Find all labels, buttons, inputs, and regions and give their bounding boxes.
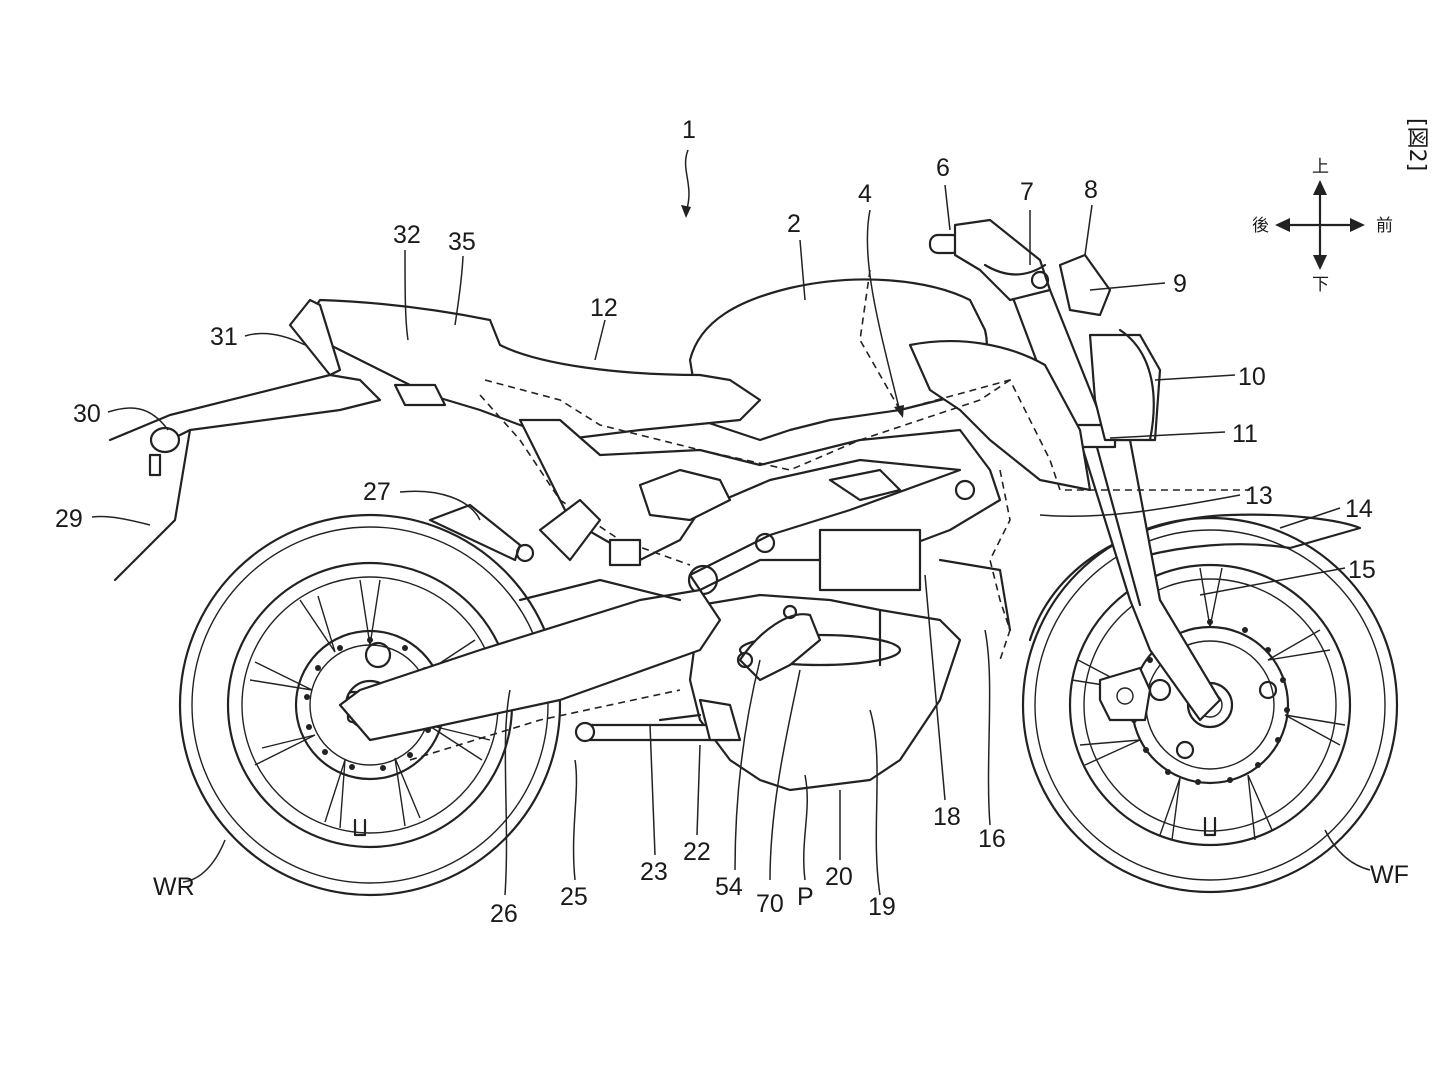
handlebar-assembly bbox=[928, 218, 1112, 317]
direction-rear-label: 後 bbox=[1252, 216, 1269, 236]
frame bbox=[518, 418, 1002, 596]
label-20: 20 bbox=[825, 863, 853, 891]
label-2: 2 bbox=[787, 210, 801, 238]
label-7: 7 bbox=[1020, 178, 1034, 206]
label-19: 19 bbox=[868, 893, 896, 921]
front-fork bbox=[1008, 288, 1222, 722]
motor-unit bbox=[688, 528, 1012, 792]
label-35: 35 bbox=[448, 228, 476, 256]
seat bbox=[298, 298, 762, 442]
label-9: 9 bbox=[1173, 270, 1187, 298]
label-12: 12 bbox=[590, 294, 618, 322]
rear-fender bbox=[108, 373, 382, 582]
label-15: 15 bbox=[1348, 556, 1376, 584]
label-11: 11 bbox=[1232, 420, 1258, 448]
label-14: 14 bbox=[1345, 495, 1373, 523]
rear-suspension bbox=[428, 498, 682, 602]
radiator-shroud bbox=[908, 339, 1092, 492]
label-29: 29 bbox=[55, 505, 83, 533]
label-13: 13 bbox=[1245, 482, 1273, 510]
label-31: 31 bbox=[210, 323, 238, 351]
label-22: 22 bbox=[683, 838, 711, 866]
reference-labels: 1 2 4 6 7 8 9 10 11 12 13 14 15 16 18 19… bbox=[55, 116, 1409, 928]
label-25: 25 bbox=[560, 883, 588, 911]
drive-chain bbox=[409, 689, 681, 761]
label-27: 27 bbox=[363, 478, 391, 506]
front-fender bbox=[1028, 513, 1362, 642]
label-26: 26 bbox=[490, 900, 518, 928]
label-8: 8 bbox=[1084, 176, 1098, 204]
label-18: 18 bbox=[933, 803, 961, 831]
label-30: 30 bbox=[73, 400, 101, 428]
direction-down-label: 下 bbox=[1312, 275, 1329, 295]
label-16: 16 bbox=[978, 825, 1006, 853]
label-10: 10 bbox=[1238, 363, 1266, 391]
leader-lines bbox=[91, 149, 1371, 896]
label-23: 23 bbox=[640, 858, 668, 886]
label-WR: WR bbox=[153, 873, 195, 901]
label-P: P bbox=[797, 883, 814, 911]
label-32: 32 bbox=[393, 221, 421, 249]
orientation-compass: 上 下 後 前 bbox=[1252, 157, 1393, 295]
side-stand bbox=[574, 698, 742, 743]
direction-front-label: 前 bbox=[1376, 216, 1393, 236]
label-6: 6 bbox=[936, 154, 950, 182]
label-4: 4 bbox=[858, 180, 872, 208]
headlight bbox=[1088, 328, 1162, 442]
label-70: 70 bbox=[756, 890, 784, 918]
rear-cowl bbox=[288, 298, 447, 407]
front-wheel bbox=[1021, 516, 1399, 894]
label-1: 1 bbox=[682, 116, 696, 144]
figure-number: [図2] bbox=[1404, 118, 1429, 171]
swingarm bbox=[338, 588, 722, 742]
label-WF: WF bbox=[1370, 861, 1409, 889]
direction-up-label: 上 bbox=[1312, 157, 1329, 177]
label-54: 54 bbox=[715, 873, 743, 901]
